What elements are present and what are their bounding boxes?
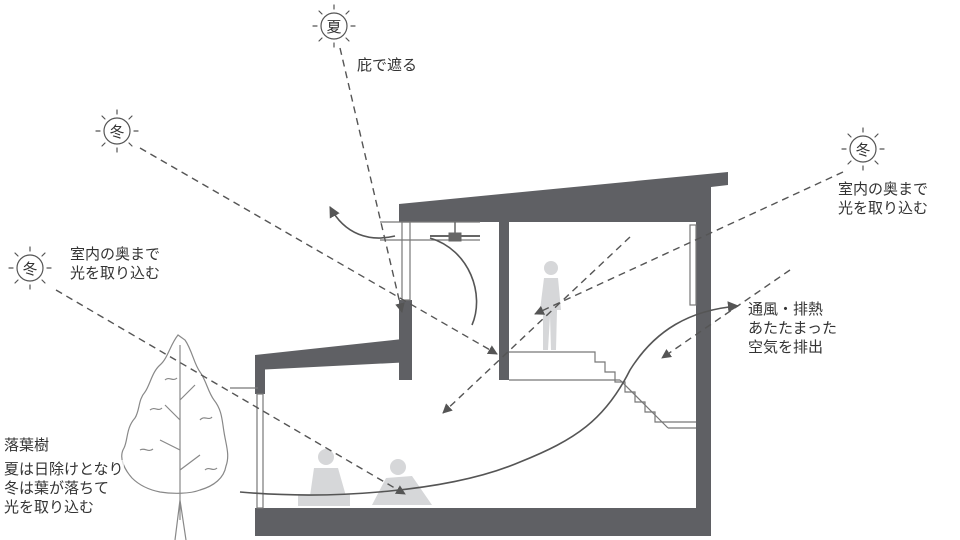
fan-airflow-arrow [429, 237, 478, 326]
winter-sun-label-right: 冬 [855, 141, 870, 159]
winter-sun-icon-left-top [95, 109, 139, 153]
right-light-label: 室内の奥まで 光を取り込む [838, 180, 928, 218]
eave-deflect-arrow [329, 206, 396, 239]
right-window [689, 224, 697, 306]
interior-partition [499, 222, 509, 380]
crouching-person-icon [372, 459, 432, 505]
summer-ray [339, 47, 405, 313]
left-light-line-1: 室内の奥まで [70, 245, 161, 263]
winter-sun-icon-left-bottom [8, 246, 52, 290]
right-light-line-2: 光を取り込む [838, 199, 929, 217]
tree-label-line-2: 冬は葉が落ちて [4, 479, 124, 498]
building-section [255, 172, 728, 536]
windows [230, 221, 697, 509]
winter-sun-label-left-top: 冬 [109, 123, 124, 141]
cross-ventilation-arrow [239, 301, 740, 496]
left-window [256, 393, 264, 509]
ceiling-fan-icon [430, 222, 480, 242]
winter-ray-left-bottom [55, 289, 406, 495]
winter-ray-left-top [139, 147, 498, 355]
tree-label-line-1: 夏は日除けとなり [4, 460, 124, 479]
clerestory-window [401, 221, 411, 301]
winter-ray-right-1 [534, 171, 844, 315]
eave-shade-label: 庇で遮る [357, 56, 418, 74]
tree-label-line-3: 光を取り込む [4, 498, 124, 517]
ventilation-line-1: 通風・排熱 [748, 300, 824, 318]
left-light-line-2: 光を取り込む [70, 264, 161, 282]
tree-label-title: 落葉樹 [4, 436, 50, 454]
right-wall [696, 185, 711, 515]
clerestory-column [399, 300, 412, 380]
winter-sun-label-left-bottom: 冬 [22, 260, 37, 278]
winter-ray-right-2 [442, 236, 631, 414]
ventilation-label: 通風・排熱 あたたまった 空気を排出 [748, 300, 837, 357]
staircase [509, 351, 696, 429]
winter-ray-right-3 [661, 269, 791, 359]
ventilation-line-3: 空気を排出 [748, 338, 824, 356]
right-light-line-1: 室内の奥まで [838, 180, 929, 198]
summer-sun-icon [312, 4, 356, 48]
deciduous-tree-label: 落葉樹 夏は日除けとなり 冬は葉が落ちて 光を取り込む [4, 436, 124, 517]
left-light-label: 室内の奥まで 光を取り込む [70, 245, 160, 283]
lower-roof [255, 338, 412, 370]
sun-ray-arrows [55, 47, 844, 495]
standing-person-icon [540, 261, 561, 350]
winter-sun-icon-right [841, 127, 885, 171]
main-roof [399, 172, 728, 222]
floor-slab [255, 508, 711, 536]
deciduous-tree-icon [121, 334, 229, 540]
ventilation-line-2: あたたまった [748, 319, 837, 337]
people-silhouettes [298, 261, 561, 506]
summer-sun-label: 夏 [326, 18, 341, 36]
airflow-arrows [239, 206, 740, 496]
sitting-person-icon [298, 449, 350, 506]
left-wall [255, 360, 265, 394]
